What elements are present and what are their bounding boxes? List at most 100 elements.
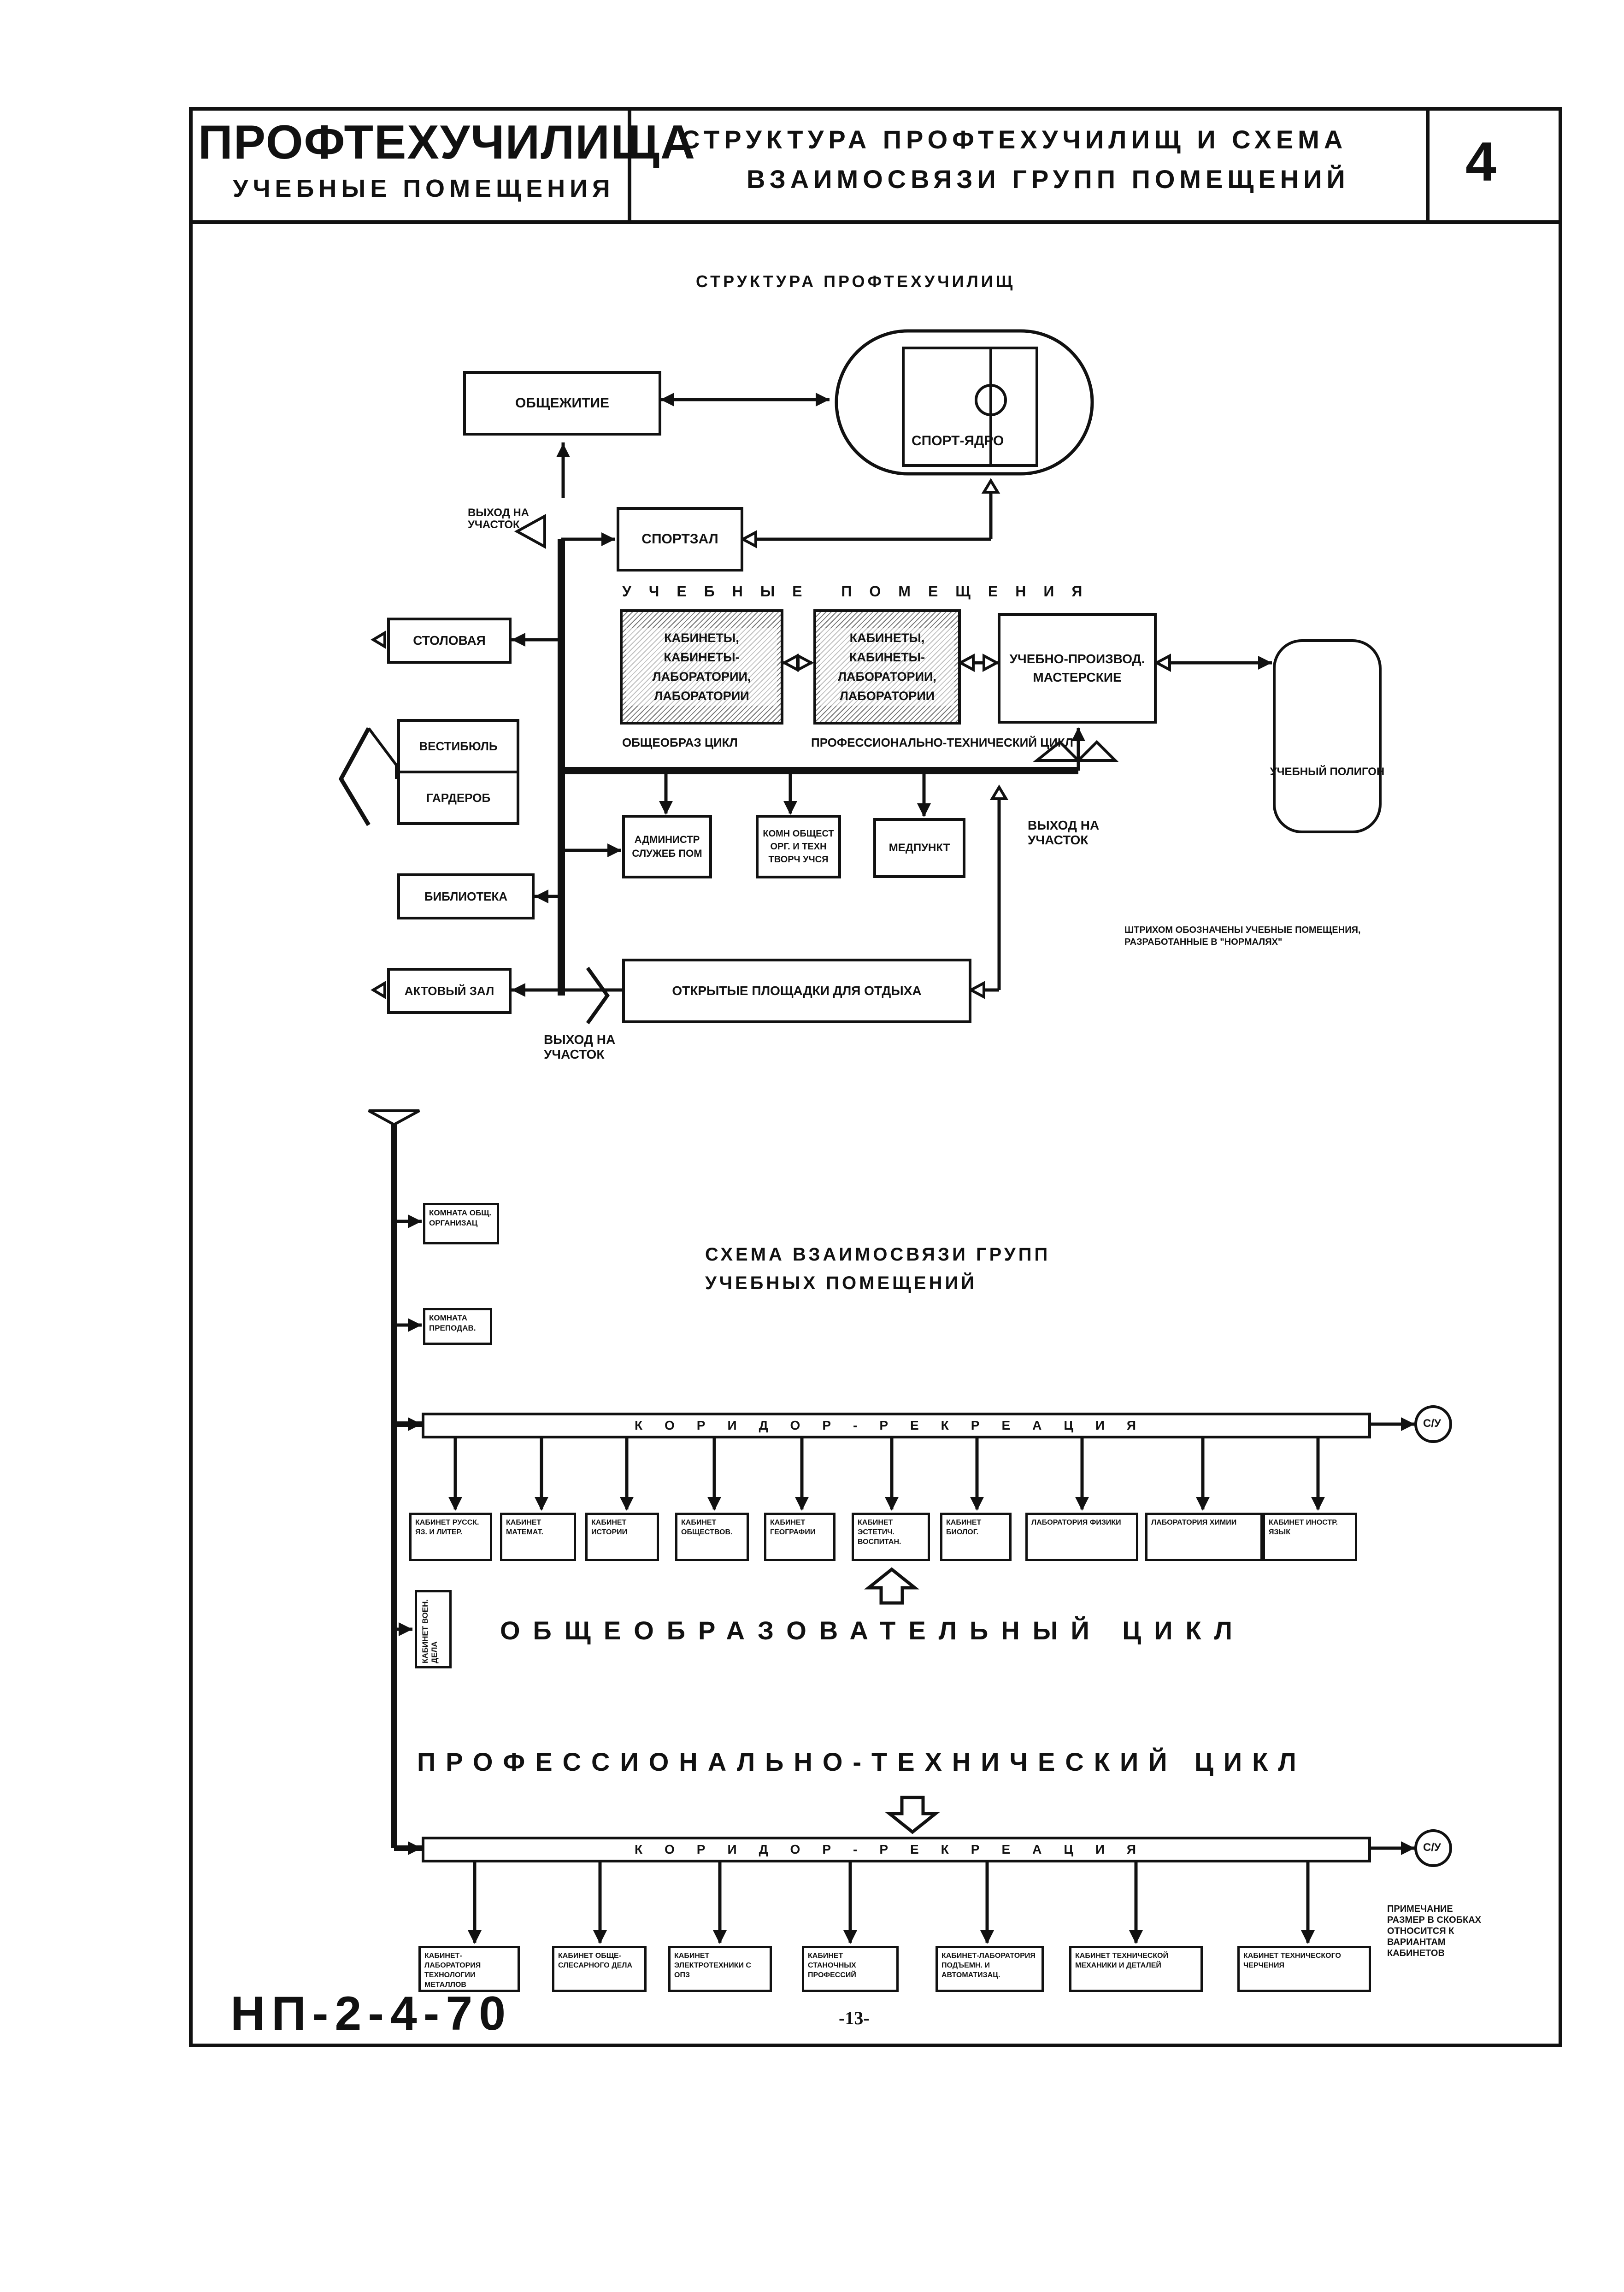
scheme-title-line1: СХЕМА ВЗАИМОСВЯЗИ ГРУПП: [705, 1244, 1051, 1265]
page-number: -13-: [839, 2008, 870, 2028]
general-room-label: КАБИНЕТ РУССК. ЯЗ. И ЛИТЕР.: [415, 1519, 479, 1536]
prof-room-box: КАБИНЕТ ЭЛЕКТРОТЕХНИКИ С ОПЗ: [668, 1946, 772, 1992]
library-label: БИБЛИОТЕКА: [424, 889, 508, 903]
military-cabinet-label: КАБИНЕТ ВОЕН. ДЕЛА: [421, 1599, 439, 1663]
prof-room-box: КАБИНЕТ ТЕХНИЧЕСКОЙ МЕХАНИКИ И ДЕТАЛЕЙ: [1069, 1946, 1203, 1992]
series-title: ПРОФТЕХУЧИЛИЩА: [198, 116, 696, 169]
general-room-box: КАБИНЕТ ОБЩЕСТВОВ.: [675, 1513, 749, 1561]
general-room-box: КАБИНЕТ ИНОСТР. ЯЗЫК: [1263, 1513, 1357, 1561]
prof-room-label: КАБИНЕТ ТЕХНИЧЕСКОГО ЧЕРЧЕНИЯ: [1243, 1952, 1341, 1969]
outdoor-box: ОТКРЫТЫЕ ПЛОЩАДКИ ДЛЯ ОТДЫХА: [622, 959, 971, 1023]
general-room-box: ЛАБОРАТОРИЯ ХИМИИ: [1145, 1513, 1263, 1561]
general-room-label: КАБИНЕТ МАТЕМАТ.: [506, 1519, 544, 1536]
prof-room-label: КАБИНЕТ ОБЩЕ-СЛЕСАРНОГО ДЕЛА: [558, 1952, 633, 1969]
outdoor-label: ОТКРЫТЫЕ ПЛОЩАДКИ ДЛЯ ОТДЫХА: [672, 984, 922, 998]
side-room-1-box: КОМНАТА ОБЩ. ОРГАНИЗАЦ: [423, 1203, 499, 1244]
prof-room-label: КАБИНЕТ СТАНОЧНЫХ ПРОФЕССИЙ: [808, 1952, 856, 1979]
prof-room-box: КАБИНЕТ-ЛАБОРАТОРИЯ ТЕХНОЛОГИИ МЕТАЛЛОВ: [418, 1946, 520, 1992]
exit-top-label: ВЫХОД НА УЧАСТОК: [468, 507, 529, 531]
su-top-label: С/У: [1423, 1417, 1441, 1430]
document-code: НП-2-4-70: [230, 1987, 512, 2040]
lobby-box: ВЕСТИБЮЛЬ ГАРДЕРОБ: [397, 719, 519, 825]
exit-right-label: ВЫХОД НА УЧАСТОК: [1028, 818, 1100, 847]
lobby-label: ВЕСТИБЮЛЬ: [400, 722, 517, 773]
medpoint-label: МЕДПУНКТ: [888, 842, 950, 854]
prof-room-box: КАБИНЕТ ОБЩЕ-СЛЕСАРНОГО ДЕЛА: [552, 1946, 647, 1992]
cabinets-prof-label: КАБИНЕТЫ, КАБИНЕТЫ-ЛАБОРАТОРИИ, ЛАБОРАТО…: [820, 628, 954, 706]
cabinets-general-label: КАБИНЕТЫ, КАБИНЕТЫ-ЛАБОРАТОРИИ, ЛАБОРАТО…: [626, 628, 777, 706]
general-room-box: КАБИНЕТ РУССК. ЯЗ. И ЛИТЕР.: [409, 1513, 492, 1561]
header-cell-series: [189, 107, 631, 224]
gym-label: СПОРТЗАЛ: [641, 531, 718, 547]
cabinets-general-box: КАБИНЕТЫ, КАБИНЕТЫ-ЛАБОРАТОРИИ, ЛАБОРАТО…: [620, 609, 783, 725]
sport-core-label: СПОРТ-ЯДРО: [912, 433, 1004, 448]
corridor-top-label: КОРИДОР-РЕКРЕАЦИЯ: [634, 1418, 1159, 1432]
assembly-hall-box: АКТОВЫЙ ЗАЛ: [387, 968, 512, 1014]
prof-room-label: КАБИНЕТ-ЛАБОРАТОРИЯ ПОДЪЕМН. И АВТОМАТИЗ…: [941, 1952, 1036, 1979]
general-room-label: ЛАБОРАТОРИЯ ХИМИИ: [1151, 1519, 1237, 1526]
cloakroom-label: ГАРДЕРОБ: [426, 790, 491, 805]
header-divider: [189, 220, 1562, 224]
general-room-box: КАБИНЕТ ЭСТЕТИЧ. ВОСПИТАН.: [852, 1513, 930, 1561]
side-room-1-label: КОМНАТА ОБЩ. ОРГАНИЗАЦ: [429, 1208, 492, 1227]
scheme-footnote: ПРИМЕЧАНИЕ РАЗМЕР В СКОБКАХ ОТНОСИТСЯ К …: [1387, 1904, 1482, 1958]
exit-bottom-label: ВЫХОД НА УЧАСТОК: [544, 1032, 616, 1061]
general-room-label: КАБИНЕТ БИОЛОГ.: [946, 1519, 982, 1536]
general-room-box: КАБИНЕТ БИОЛОГ.: [940, 1513, 1012, 1561]
general-room-box: КАБИНЕТ ИСТОРИИ: [585, 1513, 659, 1561]
prof-cycle-title: ПРОФЕССИОНАЛЬНО-ТЕХНИЧЕСКИЙ ЦИКЛ: [417, 1747, 1306, 1776]
medpoint-box: МЕДПУНКТ: [873, 818, 965, 878]
prof-room-box: КАБИНЕТ-ЛАБОРАТОРИЯ ПОДЪЕМН. И АВТОМАТИЗ…: [936, 1946, 1044, 1992]
sheet-title-line1: СТРУКТУРА ПРОФТЕХУЧИЛИЩ И СХЕМА: [681, 125, 1347, 154]
side-room-2-box: КОМНАТА ПРЕПОДАВ.: [423, 1308, 492, 1345]
gym-box: СПОРТЗАЛ: [617, 507, 743, 572]
canteen-label: СТОЛОВАЯ: [413, 633, 486, 648]
general-room-label: КАБИНЕТ ОБЩЕСТВОВ.: [681, 1519, 733, 1536]
general-room-label: ЛАБОРАТОРИЯ ФИЗИКИ: [1031, 1519, 1121, 1526]
assembly-hall-label: АКТОВЫЙ ЗАЛ: [404, 984, 494, 998]
hatch-note: ШТРИХОМ ОБОЗНАЧЕНЫ УЧЕБНЫЕ ПОМЕЩЕНИЯ, РА…: [1124, 925, 1361, 947]
structure-title: СТРУКТУРА ПРОФТЕХУЧИЛИЩ: [696, 272, 1016, 291]
prof-room-box: КАБИНЕТ СТАНОЧНЫХ ПРОФЕССИЙ: [802, 1946, 899, 1992]
general-room-label: КАБИНЕТ ИСТОРИИ: [591, 1519, 628, 1536]
prof-room-box: КАБИНЕТ ТЕХНИЧЕСКОГО ЧЕРЧЕНИЯ: [1237, 1946, 1371, 1992]
prof-room-label: КАБИНЕТ ТЕХНИЧЕСКОЙ МЕХАНИКИ И ДЕТАЛЕЙ: [1075, 1952, 1169, 1969]
training-ground-label: УЧЕБНЫЙ ПОЛИГОН: [1270, 766, 1385, 778]
corridor-bottom: КОРИДОР-РЕКРЕАЦИЯ: [422, 1837, 1371, 1862]
scheme-title-line2: УЧЕБНЫХ ПОМЕЩЕНИЙ: [705, 1273, 977, 1293]
general-room-box: ЛАБОРАТОРИЯ ФИЗИКИ: [1025, 1513, 1138, 1561]
prof-room-label: КАБИНЕТ ЭЛЕКТРОТЕХНИКИ С ОПЗ: [674, 1952, 751, 1979]
header-cell-title: [628, 107, 1430, 224]
workshops-box: УЧЕБНО-ПРОИЗВОД. МАСТЕРСКИЕ: [998, 613, 1157, 724]
general-room-label: КАБИНЕТ ЭСТЕТИЧ. ВОСПИТАН.: [858, 1519, 901, 1546]
prof-room-label: КАБИНЕТ-ЛАБОРАТОРИЯ ТЕХНОЛОГИИ МЕТАЛЛОВ: [424, 1952, 481, 1989]
series-subtitle: УЧЕБНЫЕ ПОМЕЩЕНИЯ: [233, 175, 615, 202]
cabinets-prof-box: КАБИНЕТЫ, КАБИНЕТЫ-ЛАБОРАТОРИИ, ЛАБОРАТО…: [813, 609, 961, 725]
side-room-2-label: КОМНАТА ПРЕПОДАВ.: [429, 1314, 476, 1332]
corridor-bottom-label: КОРИДОР-РЕКРЕАЦИЯ: [634, 1842, 1159, 1856]
corridor-top: КОРИДОР-РЕКРЕАЦИЯ: [422, 1413, 1371, 1438]
military-cabinet-box: КАБИНЕТ ВОЕН. ДЕЛА: [415, 1590, 452, 1668]
prof-cycle-label: ПРОФЕССИОНАЛЬНО-ТЕХНИЧЕСКИЙ ЦИКЛ: [811, 736, 1074, 749]
dormitory-label: ОБЩЕЖИТИЕ: [515, 395, 610, 411]
su-bottom-label: С/У: [1423, 1841, 1441, 1854]
general-room-box: КАБИНЕТ МАТЕМАТ.: [500, 1513, 576, 1561]
general-room-box: КАБИНЕТ ГЕОГРАФИИ: [764, 1513, 836, 1561]
dormitory-box: ОБЩЕЖИТИЕ: [463, 371, 661, 436]
public-org-label: КОМН ОБЩЕСТ ОРГ. И ТЕХН ТВОРЧ УЧСЯ: [763, 829, 834, 865]
admin-label: АДМИНИСТР СЛУЖЕБ ПОМ: [632, 834, 702, 859]
sheet-border: [189, 107, 1562, 2047]
sheet-number: 4: [1465, 131, 1496, 193]
public-org-box: КОМН ОБЩЕСТ ОРГ. И ТЕХН ТВОРЧ УЧСЯ: [756, 815, 841, 878]
general-cycle-title: ОБЩЕОБРАЗОВАТЕЛЬНЫЙ ЦИКЛ: [500, 1616, 1245, 1645]
edu-rooms-heading: УЧЕБНЫЕ ПОМЕЩЕНИЯ: [622, 583, 1100, 600]
general-cycle-label: ОБЩЕОБРАЗ ЦИКЛ: [622, 736, 738, 749]
general-room-label: КАБИНЕТ ГЕОГРАФИИ: [770, 1519, 816, 1536]
canteen-box: СТОЛОВАЯ: [387, 618, 512, 664]
workshops-label: УЧЕБНО-ПРОИЗВОД. МАСТЕРСКИЕ: [1009, 652, 1145, 684]
sheet-title-line2: ВЗАИМОСВЯЗИ ГРУПП ПОМЕЩЕНИЙ: [747, 165, 1350, 194]
library-box: БИБЛИОТЕКА: [397, 873, 535, 919]
general-room-label: КАБИНЕТ ИНОСТР. ЯЗЫК: [1269, 1519, 1338, 1536]
